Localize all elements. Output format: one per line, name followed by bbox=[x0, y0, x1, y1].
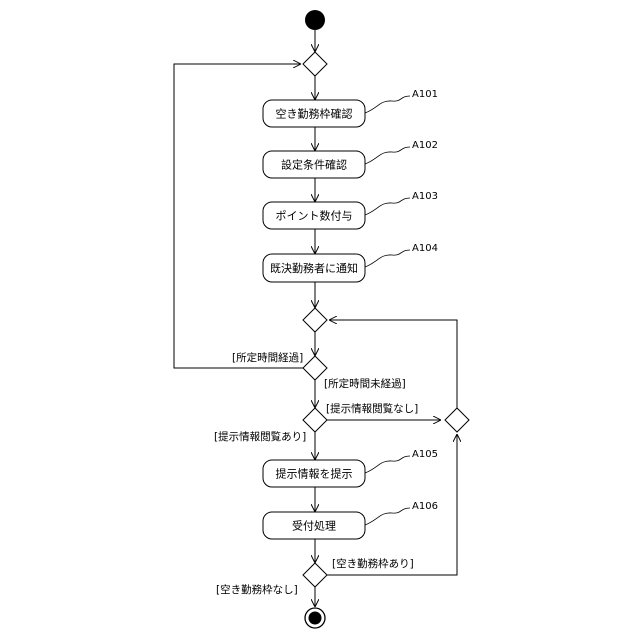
merge-node-loop bbox=[303, 308, 327, 332]
action-label: 受付処理 bbox=[292, 520, 336, 533]
ref-label-a103: A103 bbox=[412, 191, 438, 202]
decision-node-slots bbox=[303, 563, 327, 587]
decision-node-time bbox=[303, 356, 327, 380]
action-a103: ポイント数付与 bbox=[263, 202, 365, 229]
action-a101: 空き勤務枠確認 bbox=[263, 100, 365, 127]
action-label: ポイント数付与 bbox=[276, 210, 353, 223]
final-node bbox=[305, 608, 325, 628]
ref-label-a106: A106 bbox=[412, 501, 438, 512]
guard-no-slots: [空き勤務枠なし] bbox=[216, 583, 298, 596]
action-a106: 受付処理 bbox=[263, 512, 365, 539]
guard-not-viewed: [提示情報閲覧なし] bbox=[326, 402, 418, 415]
merge-node-right bbox=[445, 408, 469, 432]
ref-label-a104: A104 bbox=[412, 243, 438, 254]
ref-label-a101: A101 bbox=[412, 89, 438, 100]
action-a102: 設定条件確認 bbox=[263, 151, 365, 178]
ref-label-a102: A102 bbox=[412, 140, 438, 151]
guard-elapsed: [所定時間経過] bbox=[232, 351, 303, 364]
action-label: 提示情報を提示 bbox=[276, 468, 353, 481]
action-a104: 既決勤務者に通知 bbox=[263, 254, 365, 282]
reference-leaders bbox=[365, 96, 410, 525]
guard-viewed: [提示情報閲覧あり] bbox=[214, 430, 306, 443]
decision-node-viewed bbox=[303, 408, 327, 432]
ref-label-a105: A105 bbox=[412, 449, 438, 460]
action-a105: 提示情報を提示 bbox=[263, 460, 365, 487]
guard-slots-remaining: [空き勤務枠あり] bbox=[332, 557, 414, 570]
initial-node bbox=[305, 10, 325, 30]
merge-node-top bbox=[303, 52, 327, 76]
guard-not-elapsed: [所定時間未経過] bbox=[324, 377, 406, 390]
action-label: 設定条件確認 bbox=[281, 158, 347, 172]
action-label: 既決勤務者に通知 bbox=[270, 261, 358, 275]
action-label: 空き勤務枠確認 bbox=[276, 107, 353, 121]
